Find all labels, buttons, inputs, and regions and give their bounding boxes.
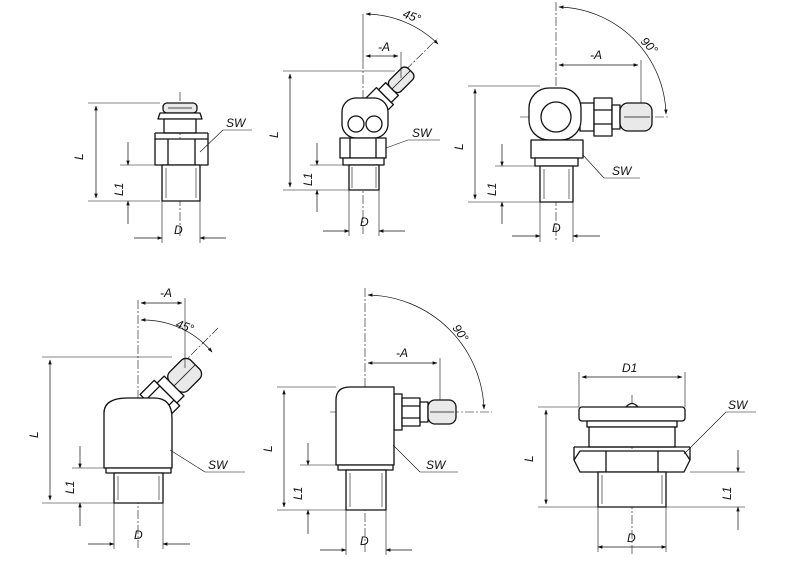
fitting-90deg: L L1 D -A 90° SW	[452, 2, 668, 242]
fitting-straight: L L1 D SW	[72, 92, 252, 243]
label-D: D	[360, 215, 369, 229]
fitting-45deg-base: L L1 D -A 45° SW	[27, 286, 245, 549]
label-D: D	[174, 223, 183, 237]
label-D: D	[552, 221, 561, 235]
label-L1: L1	[485, 183, 499, 196]
label-L: L	[452, 143, 466, 150]
label-SW: SW	[426, 458, 447, 472]
label-D1: D1	[622, 361, 637, 375]
label-A: -A	[396, 346, 408, 360]
label-SW: SW	[728, 398, 749, 412]
label-angle45: 45°	[174, 317, 196, 336]
label-L: L	[522, 455, 536, 462]
label-L1: L1	[112, 183, 126, 196]
label-D: D	[134, 528, 143, 542]
label-A: -A	[590, 48, 602, 62]
label-SW: SW	[208, 458, 229, 472]
label-L: L	[267, 131, 281, 138]
label-SW: SW	[226, 116, 247, 130]
label-L1: L1	[301, 173, 315, 186]
label-L: L	[261, 445, 275, 452]
label-SW: SW	[412, 126, 433, 140]
label-L: L	[72, 153, 86, 160]
label-D: D	[627, 531, 636, 545]
label-angle90: 90°	[450, 322, 472, 345]
fitting-90deg-base: L L1 D -A 90° SW	[261, 288, 492, 555]
label-D: D	[360, 534, 369, 548]
label-SW: SW	[612, 164, 633, 178]
label-L1: L1	[63, 481, 77, 494]
label-angle45: 45°	[401, 7, 423, 26]
label-L: L	[27, 431, 41, 438]
fitting-45deg: L L1 D -A 45° SW	[267, 7, 440, 236]
label-L1: L1	[291, 487, 305, 500]
label-A: -A	[378, 40, 390, 54]
fitting-flush: D1 L L1 D SW	[522, 361, 756, 556]
label-L1: L1	[720, 487, 734, 500]
label-A: -A	[160, 286, 172, 300]
label-angle90: 90°	[638, 34, 661, 57]
